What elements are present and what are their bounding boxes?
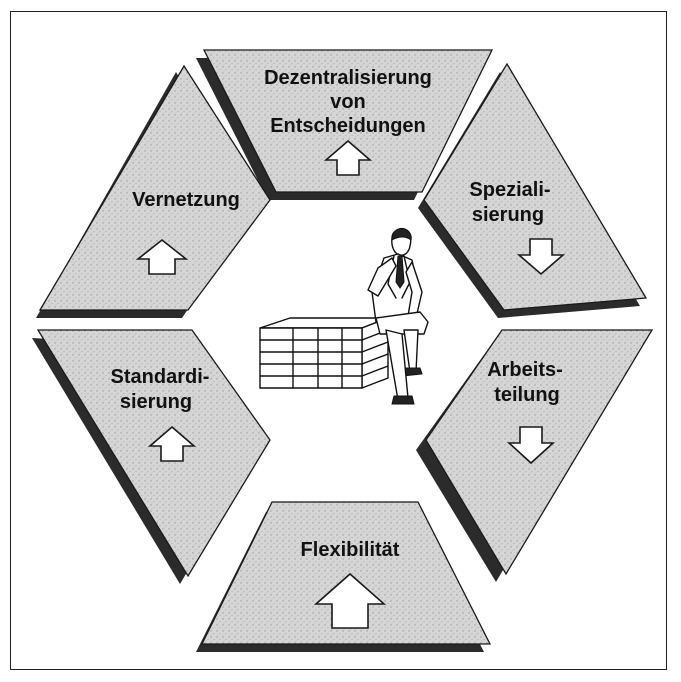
arrow-up-icon [323,139,373,176]
segment-label-line: Flexibilität [301,539,400,561]
segment-flexibilitaet: Flexibilität [196,501,492,652]
segment-label-line: sierung [472,204,544,226]
segment-label-line: Vernetzung [132,189,240,211]
segment-vernetzung: Vernetzung [36,64,271,318]
segment-label-line: Arbeits- [487,359,563,381]
segment-label-line: sierung [120,391,192,413]
arrow-up-icon [135,238,189,275]
segment-label-line: Dezentralisierung [264,67,432,89]
segment-label-line: Speziali- [469,179,550,201]
arrow-down-icon [506,426,556,465]
segment-spezialisierung: Speziali- sierung [418,62,648,318]
segment-arbeitsteilung: Arbeits- teilung [416,329,654,582]
segment-label-line: Entscheidungen [270,115,426,137]
arrow-up-icon [313,572,387,629]
arrow-up-icon [147,425,197,462]
segment-label-line: Standardi- [111,366,210,388]
segment-label-line: teilung [494,384,560,406]
businessman-figure [367,228,429,405]
segment-standardisierung: Standardi- sierung [32,329,271,584]
segment-label-line: von [330,91,366,113]
segment-dezentralisierung: Dezentralisierung von Entscheidungen [196,49,494,200]
data-table-graphic [259,317,389,389]
center-illustration [259,228,429,405]
arrow-down-icon [516,238,566,276]
